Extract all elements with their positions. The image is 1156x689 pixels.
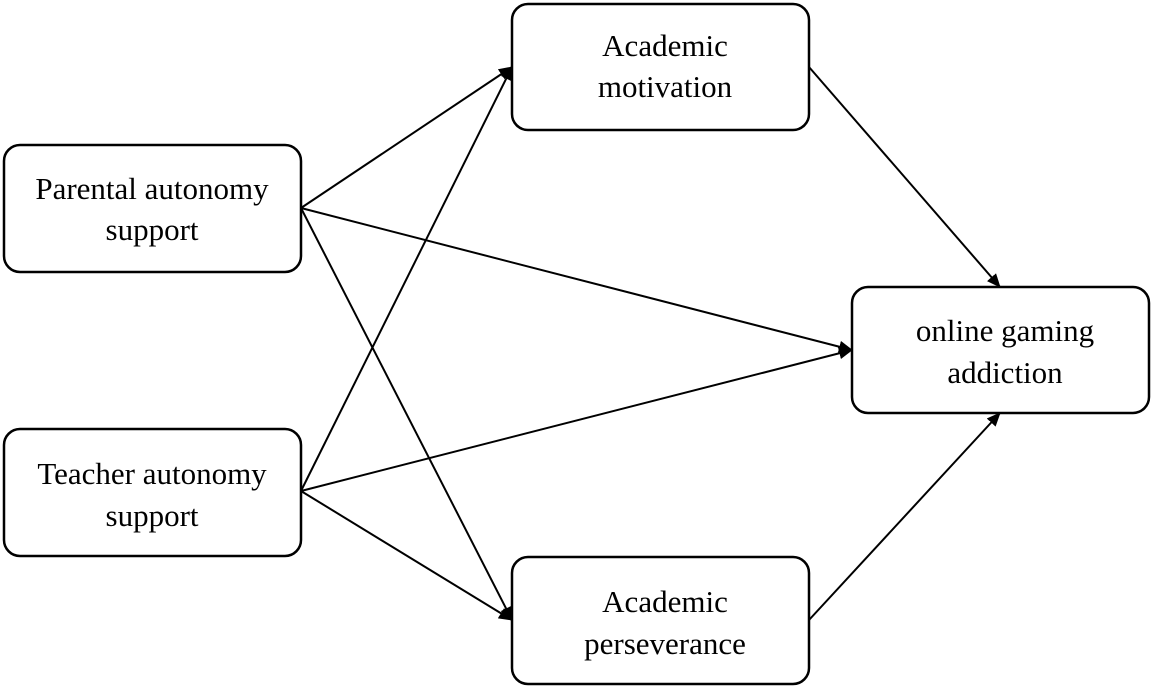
edge-motivation-to-addiction [808, 66, 1001, 288]
node-academic-perseverance: Academic perseverance [510, 555, 811, 686]
edge-parental-to-motivation [300, 66, 513, 209]
edge-teacher-to-perseverance [300, 490, 513, 621]
node-label-line: Academic [602, 28, 728, 63]
edge-parental-to-perseverance [300, 207, 513, 621]
node-label-line: motivation [598, 69, 733, 104]
node-parental-autonomy-support: Parental autonomy support [2, 143, 303, 274]
edges [300, 66, 1001, 621]
node-teacher-autonomy-support: Teacher autonomy support [2, 427, 303, 558]
edge-teacher-to-motivation [300, 66, 513, 492]
node-label-line: perseverance [584, 626, 746, 661]
node-label-line: support [106, 498, 199, 533]
node-label-line: Teacher autonomy [37, 456, 267, 491]
node-online-gaming-addiction: online gaming addiction [850, 285, 1151, 415]
node-label-line: addiction [947, 355, 1063, 390]
node-label-line: Parental autonomy [35, 171, 269, 206]
node-label-line: Academic [602, 584, 728, 619]
edge-teacher-to-addiction [300, 347, 853, 492]
node-label-line: support [106, 212, 199, 247]
edge-parental-to-addiction [300, 207, 853, 353]
edge-perseverance-to-addiction [808, 412, 1001, 621]
node-academic-motivation: Academic motivation [510, 2, 811, 132]
node-label-line: online gaming [916, 313, 1094, 348]
